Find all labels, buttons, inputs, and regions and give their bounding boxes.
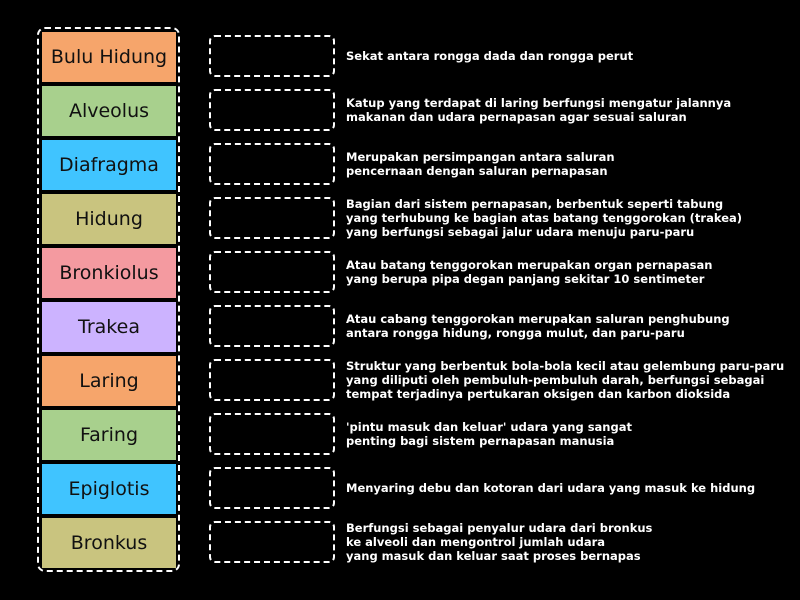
description-text: Sekat antara rongga dada dan rongga peru… (346, 49, 634, 63)
drop-slot[interactable] (209, 35, 335, 77)
answer-tile[interactable]: Faring (42, 410, 176, 460)
answer-tile[interactable]: Bronkus (42, 518, 176, 568)
drop-slot[interactable] (209, 305, 335, 347)
description-text: Katup yang terdapat di laring berfungsi … (346, 96, 732, 124)
drop-slot[interactable] (209, 359, 335, 401)
drop-slot[interactable] (209, 521, 335, 563)
description-text: Berfungsi sebagai penyalur udara dari br… (346, 521, 653, 563)
answer-tile[interactable]: Hidung (42, 194, 176, 244)
answer-tile[interactable]: Bulu Hidung (42, 32, 176, 82)
description-text: Menyaring debu dan kotoran dari udara ya… (346, 481, 756, 495)
answer-tile[interactable]: Alveolus (42, 86, 176, 136)
description-text: Struktur yang berbentuk bola-bola kecil … (346, 359, 785, 401)
answer-tile[interactable]: Bronkiolus (42, 248, 176, 298)
answer-tile[interactable]: Epiglotis (42, 464, 176, 514)
drop-slot[interactable] (209, 251, 335, 293)
drop-slot[interactable] (209, 413, 335, 455)
description-text: Merupakan persimpangan antara saluran pe… (346, 150, 615, 178)
description-text: Atau cabang tenggorokan merupakan salura… (346, 312, 730, 340)
answer-tile[interactable]: Diafragma (42, 140, 176, 190)
drop-slot[interactable] (209, 143, 335, 185)
description-text: Atau batang tenggorokan merupakan organ … (346, 258, 713, 286)
answer-tile[interactable]: Laring (42, 356, 176, 406)
description-text: 'pintu masuk dan keluar' udara yang sang… (346, 420, 632, 448)
description-text: Bagian dari sistem pernapasan, berbentuk… (346, 197, 743, 239)
answer-tile[interactable]: Trakea (42, 302, 176, 352)
drop-slot[interactable] (209, 467, 335, 509)
answer-bank (37, 27, 180, 572)
drop-slot[interactable] (209, 89, 335, 131)
drop-slot[interactable] (209, 197, 335, 239)
